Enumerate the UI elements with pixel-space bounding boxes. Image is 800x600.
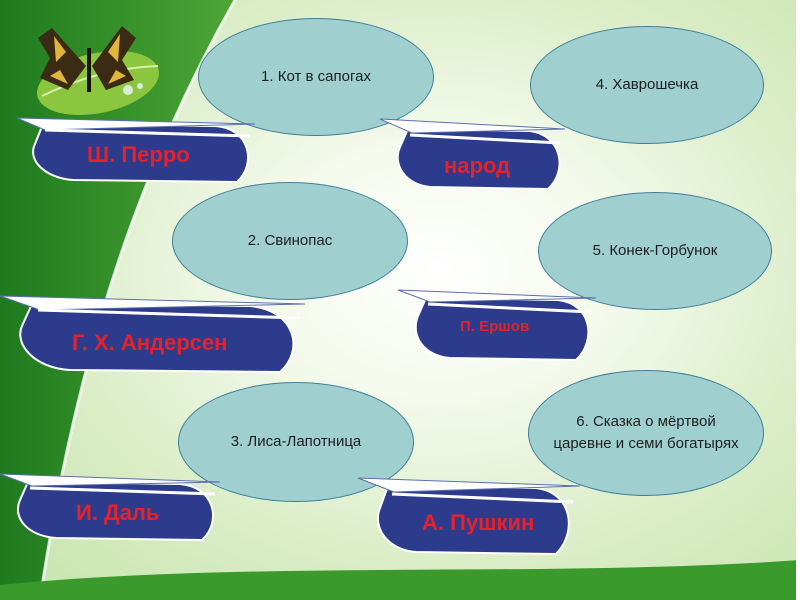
author-banner-6[interactable]: А. Пушкин [358,472,583,562]
tale-title-2: 2. Свинопас [172,182,408,300]
author-label-3: И. Даль [76,500,159,526]
author-banner-5[interactable]: П. Ершов [398,286,598,366]
author-banner-3[interactable]: И. Даль [0,470,225,545]
green-band-bottom [0,560,800,600]
author-label-4: народ [444,153,510,179]
author-label-5: П. Ершов [460,318,529,335]
author-label-2: Г. Х. Андерсен [72,330,227,356]
author-banner-4[interactable]: народ [380,115,570,195]
author-label-1: Ш. Перро [87,142,190,168]
author-banner-2[interactable]: Г. Х. Андерсен [0,290,310,380]
author-banner-1[interactable]: Ш. Перро [15,112,260,187]
butterfly-on-leaf-image [10,18,160,118]
author-label-6: А. Пушкин [422,510,534,536]
